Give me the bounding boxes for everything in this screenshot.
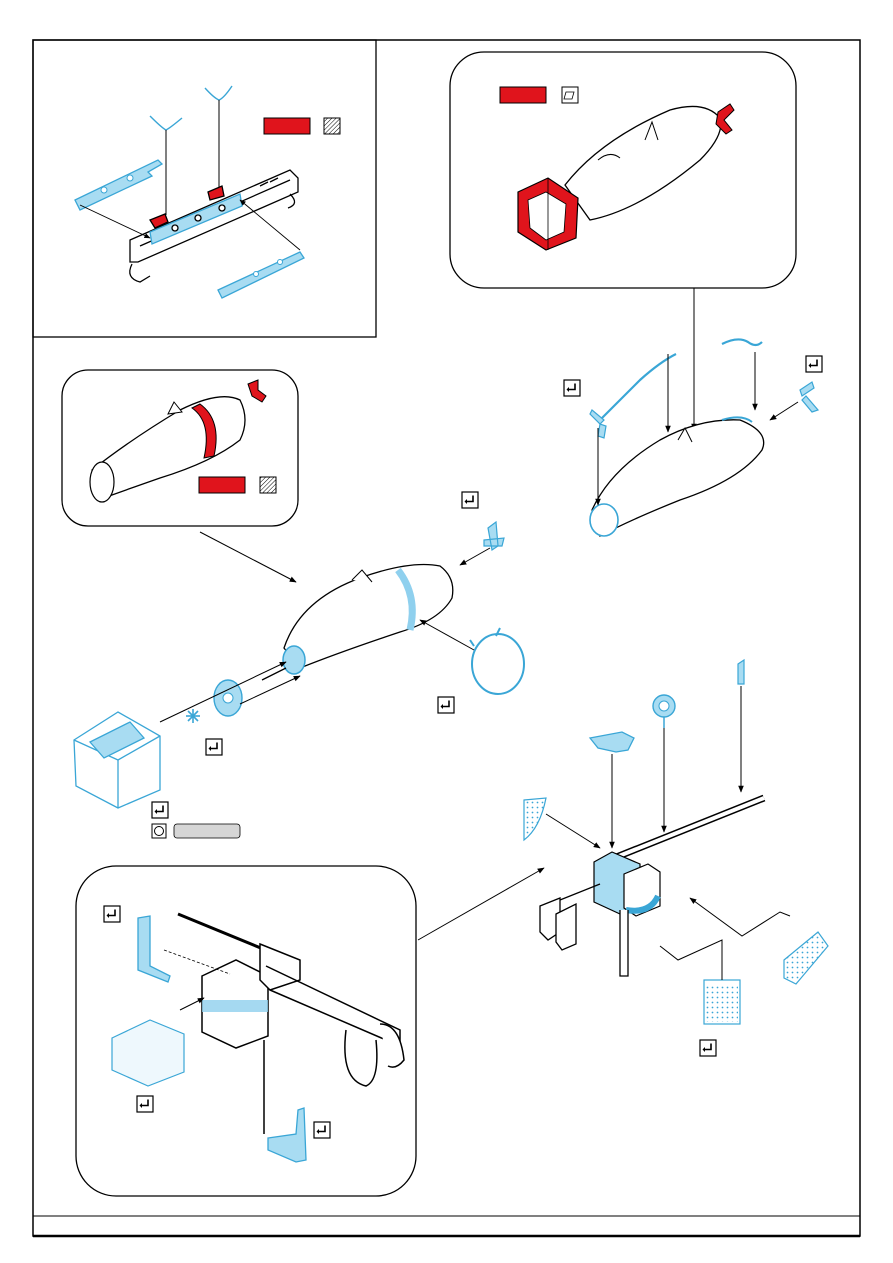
gun-detail-panel xyxy=(76,866,416,1196)
fold-arrow-icon xyxy=(206,739,222,755)
bomb-body-right xyxy=(590,417,764,536)
main-bomb-assembly xyxy=(74,522,524,808)
callout-line xyxy=(240,676,300,704)
perforated-box xyxy=(704,980,740,1024)
receiver-block xyxy=(594,852,660,916)
detail-blue-band xyxy=(202,1000,268,1012)
callout-line xyxy=(240,200,300,250)
callout-line xyxy=(460,548,490,565)
side-plate-right xyxy=(218,252,304,298)
arming-wire-short xyxy=(722,339,762,345)
sight-plate xyxy=(590,732,634,752)
clamp-band xyxy=(470,628,524,694)
arming-wire-long xyxy=(600,354,676,420)
fold-arrow-icon xyxy=(314,1122,330,1138)
fuse-bomb-panel xyxy=(62,370,298,582)
tail-bomb-assembly xyxy=(590,339,818,536)
ring-sight xyxy=(653,695,675,728)
nose-propeller xyxy=(484,522,504,550)
fuse-star xyxy=(186,709,200,723)
legend-chip xyxy=(174,824,240,838)
fold-arrow-icon xyxy=(806,356,822,372)
bomb-nose-ring xyxy=(283,646,305,674)
fold-arrow-icon xyxy=(700,1040,716,1056)
paint-swatch-tail-bomb xyxy=(500,87,578,103)
perforated-cover-left xyxy=(524,798,546,840)
fold-arrow-icon xyxy=(462,492,478,508)
tail-bomb-panel xyxy=(450,52,796,430)
callout-line xyxy=(418,868,544,940)
front-sight-blade xyxy=(738,660,744,684)
hatch-icon xyxy=(324,118,340,134)
side-plate-left xyxy=(75,160,162,210)
callout-line xyxy=(80,205,150,238)
fold-arrow-icon xyxy=(564,380,580,396)
paint-swatch-rack xyxy=(264,118,340,134)
callout-line xyxy=(420,620,474,650)
sway-brace-part-2 xyxy=(205,86,232,190)
paint-swatch-fuse-bomb xyxy=(199,477,276,493)
tail-box-fin xyxy=(74,712,160,808)
legend-remove-row xyxy=(152,824,240,838)
callout-line xyxy=(690,898,790,936)
callout-line xyxy=(660,940,722,980)
fold-arrow-icon xyxy=(152,802,168,818)
perforated-cover-right xyxy=(784,932,828,984)
fold-arrow-icon xyxy=(438,697,454,713)
bomb-rack-panel xyxy=(33,40,376,337)
fold-arrow-icon xyxy=(104,906,120,922)
gun-mount-assembly xyxy=(418,660,828,1024)
hatch-icon xyxy=(260,477,276,493)
callout-line xyxy=(546,814,600,848)
small-propeller-right xyxy=(800,382,818,412)
callout-line xyxy=(770,402,798,420)
callout-line xyxy=(200,532,296,582)
fold-arrow-icon xyxy=(137,1096,153,1112)
